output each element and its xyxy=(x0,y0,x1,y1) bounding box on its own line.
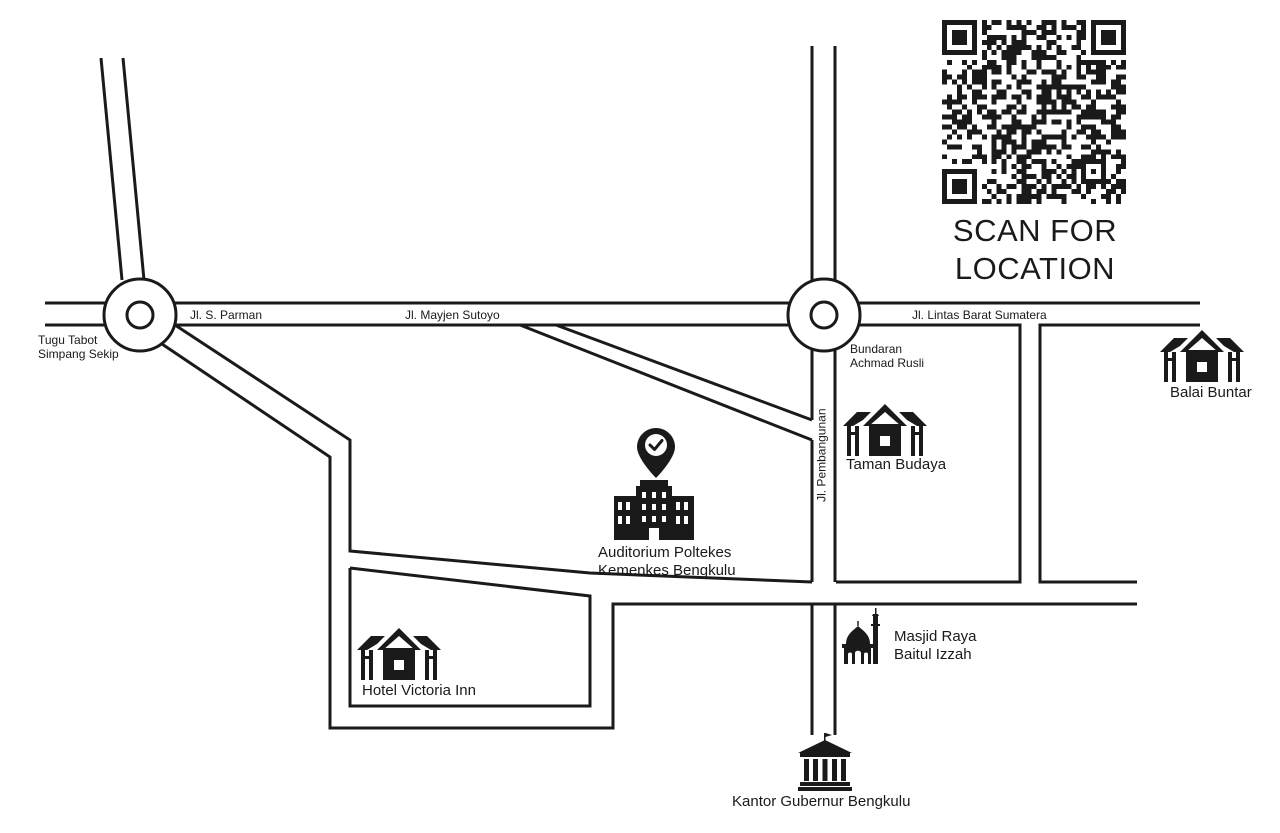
road-northwest-right-edge xyxy=(121,57,146,281)
qr-caption-line1: SCAN FOR xyxy=(952,213,1118,248)
house-icon xyxy=(843,404,927,456)
label-hotel-victoria: Hotel Victoria Inn xyxy=(362,682,476,699)
road-diagonal-upper-edge xyxy=(555,323,813,422)
roundabout-bundaran-inner xyxy=(809,300,839,330)
roundabout-tugu-inner xyxy=(125,300,155,330)
street-label-lintas-barat: Jl. Lintas Barat Sumatera xyxy=(912,308,1047,322)
street-label-s-parman: Jl. S. Parman xyxy=(190,308,263,322)
location-pin-check-icon[interactable] xyxy=(637,428,675,478)
label-tugu-tabot: Tugu Tabot Simpang Sekip xyxy=(38,333,119,362)
government-building-icon xyxy=(798,733,852,791)
road-northwest-left-edge xyxy=(99,57,124,281)
road-hotel-block xyxy=(348,566,592,708)
road-lintas-right-block xyxy=(1038,323,1200,584)
qr-code-icon[interactable] xyxy=(942,20,1126,204)
label-masjid-line2: Baitul Izzah xyxy=(894,646,972,663)
label-bundaran: Bundaran Achmad Rusli xyxy=(850,342,924,371)
house-icon xyxy=(1160,330,1244,382)
label-taman-budaya: Taman Budaya xyxy=(846,456,947,473)
label-tugu-line2: Simpang Sekip xyxy=(38,347,119,362)
house-icon xyxy=(357,628,441,680)
label-bundaran-line1: Bundaran xyxy=(850,342,903,356)
street-label-pembangunan: Jl. Pembangunan xyxy=(814,408,829,502)
qr-caption: SCAN FOR LOCATION xyxy=(935,212,1135,288)
label-tugu-line1: Tugu Tabot xyxy=(38,333,98,347)
qr-caption-line2: LOCATION xyxy=(954,251,1116,286)
road-diagonal-lower-edge xyxy=(519,323,813,442)
label-masjid: Masjid Raya Baitul Izzah xyxy=(894,628,977,664)
label-auditorium: Auditorium Poltekes Kemenkes Bengkulu xyxy=(598,544,736,580)
road-southwest-inner-edge xyxy=(174,323,813,584)
label-kantor-gubernur: Kantor Gubernur Bengkulu xyxy=(732,793,911,810)
label-bundaran-line2: Achmad Rusli xyxy=(850,356,925,371)
street-label-mayjen-sutoyo: Jl. Mayjen Sutoyo xyxy=(405,308,500,322)
office-building-icon xyxy=(614,480,694,540)
label-masjid-line1: Masjid Raya xyxy=(894,628,977,645)
road-lintas-bottom-edge xyxy=(836,323,1022,584)
label-auditorium-line2: Kemenkes Bengkulu xyxy=(598,562,736,579)
road-southwest-outer-edge xyxy=(155,338,1137,730)
mosque-icon xyxy=(842,608,880,664)
label-auditorium-line1: Auditorium Poltekes xyxy=(598,544,732,561)
label-balai-buntar: Balai Buntar xyxy=(1170,384,1252,401)
